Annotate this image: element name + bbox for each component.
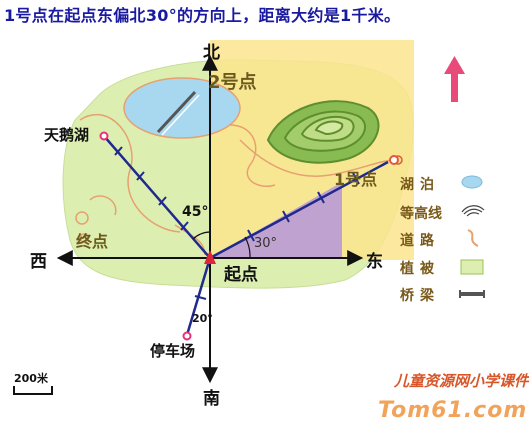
contour-swatch-icon <box>461 205 485 217</box>
road-swatch-icon <box>467 229 479 247</box>
parking-marker <box>182 331 192 341</box>
east-label: 东 <box>366 252 383 272</box>
angle-arc-30 <box>244 236 251 259</box>
start-marker <box>204 250 216 264</box>
north-arrow-icon <box>444 56 465 102</box>
swan-lake-label: 天鹅湖 <box>44 126 90 144</box>
map-canvas <box>13 40 485 395</box>
point2-label: 2号点 <box>208 72 257 93</box>
bridge-swatch-icon <box>459 290 485 298</box>
ray-swan-lake <box>103 135 211 259</box>
scale-label: 200米 <box>14 372 48 385</box>
contour-hill <box>266 100 380 164</box>
swan-lake-marker <box>99 131 109 141</box>
legend-item-contour: 等高线 <box>400 206 442 222</box>
north-label: 北 <box>203 43 220 63</box>
point1-marker <box>389 155 399 165</box>
vegetation-swatch-icon <box>460 259 484 275</box>
point1-label: 1号点 <box>334 170 378 189</box>
angle-arc-45 <box>192 231 211 240</box>
angle-label-30: 30° <box>254 236 278 251</box>
start-label: 起点 <box>224 265 258 285</box>
angle-label-20: 20° <box>192 312 213 325</box>
parking-label: 停车场 <box>150 342 196 360</box>
angle-label-45: 45° <box>182 204 209 220</box>
south-label: 南 <box>203 389 220 409</box>
ray-parking <box>185 257 212 336</box>
caption: 1号点在起点东偏北30°的方向上，距离大约是1千米。 <box>4 6 401 25</box>
bridge <box>156 90 197 134</box>
map-stage: 1号点在起点东偏北30°的方向上，距离大约是1千米。 北 南 东 西 起点 终点… <box>4 6 529 423</box>
end-label: 终点 <box>76 232 109 251</box>
legend-item-vegetation: 植被 <box>400 261 440 277</box>
west-label: 西 <box>30 252 47 272</box>
legend-item-road: 道路 <box>400 233 440 249</box>
legend-item-bridge: 桥梁 <box>400 288 440 304</box>
lake-swatch-icon <box>461 175 483 189</box>
ray-point1 <box>209 160 389 260</box>
scale-bar <box>13 386 53 395</box>
watermark-logo: Tom61.com <box>378 398 528 423</box>
watermark-text: 儿童资源网小学课件 <box>394 372 529 390</box>
legend-item-lake: 湖泊 <box>400 177 440 193</box>
